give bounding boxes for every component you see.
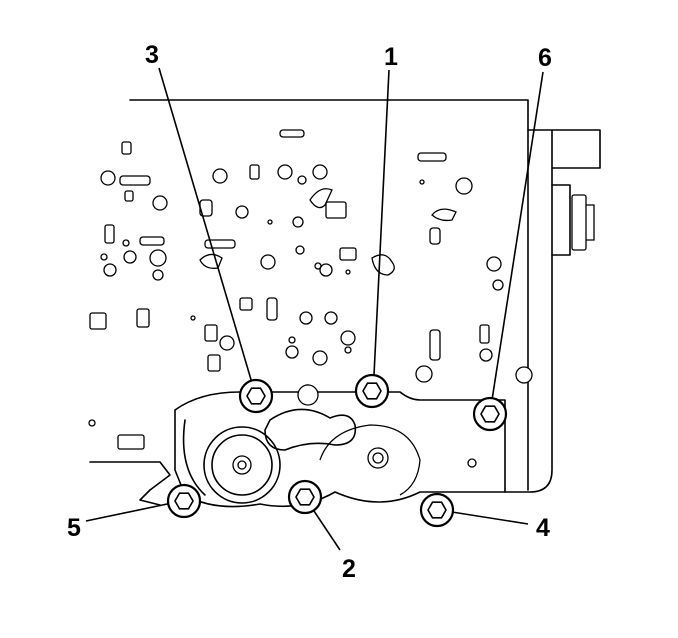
bolt-2 xyxy=(287,479,323,515)
bolt-1 xyxy=(354,373,390,409)
leader-line-4 xyxy=(451,511,529,525)
leader-line-6 xyxy=(491,71,544,401)
leader-lines xyxy=(85,67,544,551)
callout-label-4: 4 xyxy=(536,514,550,542)
callout-label-5: 5 xyxy=(67,514,81,542)
bolt-3 xyxy=(238,378,274,414)
leader-line-5 xyxy=(85,502,173,522)
callout-label-3: 3 xyxy=(145,41,159,69)
cover-plate xyxy=(88,384,506,508)
bolt-6 xyxy=(472,396,508,432)
valve-body-passages xyxy=(89,129,533,384)
callout-label-1: 1 xyxy=(384,43,398,71)
leader-line-1 xyxy=(373,69,390,376)
leader-line-3 xyxy=(158,67,253,384)
callout-label-6: 6 xyxy=(538,44,552,72)
callout-label-2: 2 xyxy=(342,555,356,583)
leader-line-2 xyxy=(311,507,341,551)
callout-labels: 3 1 6 5 2 4 xyxy=(67,41,552,583)
bolt-4 xyxy=(419,492,455,528)
bolt-5 xyxy=(166,483,202,519)
valve-body-housing xyxy=(89,99,601,506)
